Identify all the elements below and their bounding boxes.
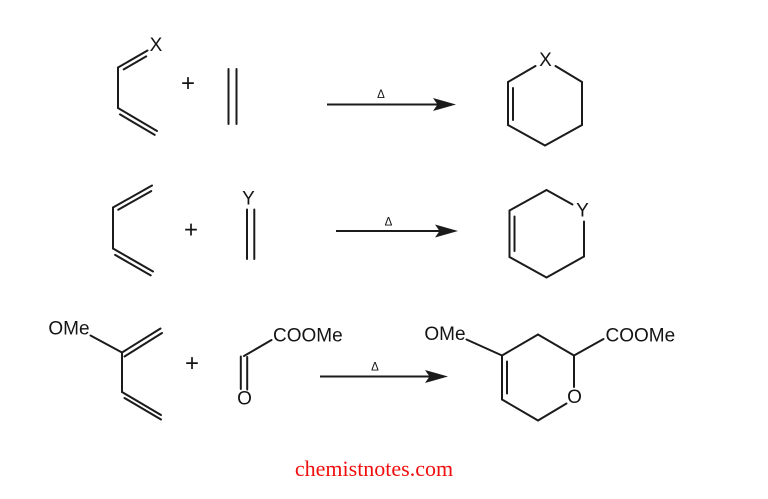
reaction1: X + Δ X	[117, 35, 583, 147]
reaction2: + Y Δ Y	[112, 184, 589, 279]
reaction1-product-skeleton	[507, 65, 583, 147]
reaction3-product-skeleton	[465, 333, 605, 422]
reaction3-diene-substituent-label: OMe	[48, 319, 89, 340]
reaction1-product-substituent-label: X	[539, 50, 552, 71]
reaction2-diene-skeleton	[112, 184, 154, 277]
reaction2-product-skeleton	[508, 189, 585, 279]
reaction3-product-methoxy-label: OMe	[424, 324, 465, 345]
reaction2-arrow	[336, 224, 458, 238]
reaction2-plus-sign: +	[184, 217, 198, 244]
reaction2-arrowhead	[435, 224, 458, 238]
watermark-text: chemistnotes.com	[295, 456, 453, 481]
reaction1-plus-sign: +	[181, 70, 195, 97]
reaction3-arrow	[320, 370, 448, 383]
reaction1-diene-skeleton	[117, 49, 158, 136]
reaction1-ethylene-skeleton	[227, 68, 238, 125]
reaction1-arrow	[327, 98, 456, 111]
reaction3: OMe + COOMe O Δ	[48, 319, 676, 422]
reaction1-diene-substituent-label: X	[150, 35, 163, 56]
reaction3-dienophile-ester-label: COOMe	[273, 326, 343, 347]
reaction1-condition-label: Δ	[377, 89, 385, 101]
reaction2-dienophile-skeleton	[246, 208, 256, 260]
reaction3-product-ester-label: COOMe	[606, 326, 676, 347]
reaction2-product-substituent-label: Y	[576, 201, 589, 222]
reaction2-condition-label: Δ	[385, 217, 393, 229]
reaction3-dienophile-skeleton	[239, 339, 273, 391]
reaction2-dienophile-substituent-label: Y	[242, 189, 255, 210]
reaction3-condition-label: Δ	[371, 362, 379, 374]
reaction1-arrowhead	[433, 98, 456, 111]
reaction3-arrowhead	[425, 370, 448, 383]
reaction3-diene-skeleton	[89, 327, 163, 421]
reaction3-plus-sign: +	[185, 350, 199, 377]
reaction3-dienophile-oxygen-label: O	[237, 389, 252, 410]
reaction3-product-ring-oxygen-label: O	[567, 387, 582, 408]
